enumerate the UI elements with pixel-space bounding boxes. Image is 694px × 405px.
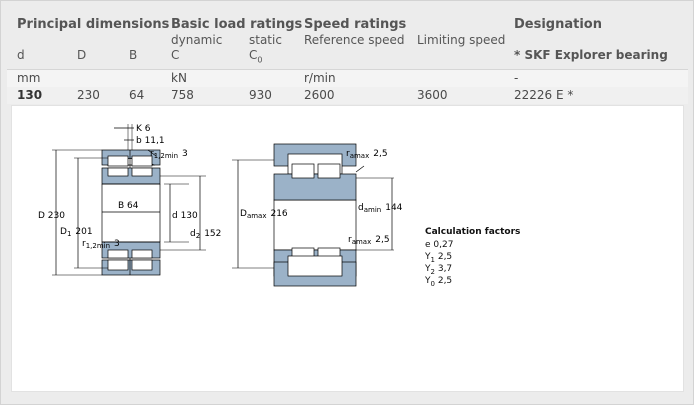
calc-e: e 0,27 xyxy=(425,240,454,250)
subheader-dynamic: dynamic xyxy=(171,33,223,47)
units-row: mm kN r/min - xyxy=(7,69,688,88)
label-D: D 230 xyxy=(38,211,65,221)
label-B: B 64 xyxy=(118,201,139,211)
subheader-static: static xyxy=(249,33,282,47)
unit-dash: - xyxy=(514,71,519,85)
subheader-skf-explorer: * SKF Explorer bearing xyxy=(514,48,668,62)
value-d: 130 xyxy=(17,88,43,102)
header-speed-ratings: Speed ratings xyxy=(304,17,407,32)
value-B: 64 xyxy=(129,88,145,102)
header-basic-load-ratings: Basic load ratings xyxy=(171,17,303,32)
subheader-D: D xyxy=(77,48,87,62)
calc-title: Calculation factors xyxy=(425,227,521,237)
subheader-d: d xyxy=(17,48,25,62)
unit-mm: mm xyxy=(17,71,41,85)
header-designation: Designation xyxy=(514,17,602,32)
bearing-data-row: 130 230 64 758 930 2600 3600 22226 E * xyxy=(7,87,688,104)
unit-rmin: r/min xyxy=(304,71,336,85)
calc-Y0: Y0 2,5 xyxy=(425,276,453,288)
value-C: 758 xyxy=(171,88,194,102)
header-principal-dimensions: Principal dimensions xyxy=(17,17,170,32)
value-C0: 930 xyxy=(249,88,272,102)
label-d: d 130 xyxy=(172,211,198,221)
label-K: K 6 xyxy=(136,124,151,134)
calc-Y1: Y1 2,5 xyxy=(425,252,453,264)
calc-Y2: Y2 3,7 xyxy=(425,264,453,276)
subheader-B: B xyxy=(129,48,138,62)
subheader-C0: C0 xyxy=(249,48,263,65)
unit-kn: kN xyxy=(171,71,187,85)
subheader-reference-speed: Reference speed xyxy=(304,33,405,47)
label-b: b 11,1 xyxy=(136,136,165,146)
value-limiting-speed: 3600 xyxy=(417,88,448,102)
subheader-C: C xyxy=(171,48,180,62)
value-D: 230 xyxy=(77,88,100,102)
value-reference-speed: 2600 xyxy=(304,88,335,102)
subheader-limiting-speed: Limiting speed xyxy=(417,33,506,47)
value-designation: 22226 E * xyxy=(514,88,574,102)
